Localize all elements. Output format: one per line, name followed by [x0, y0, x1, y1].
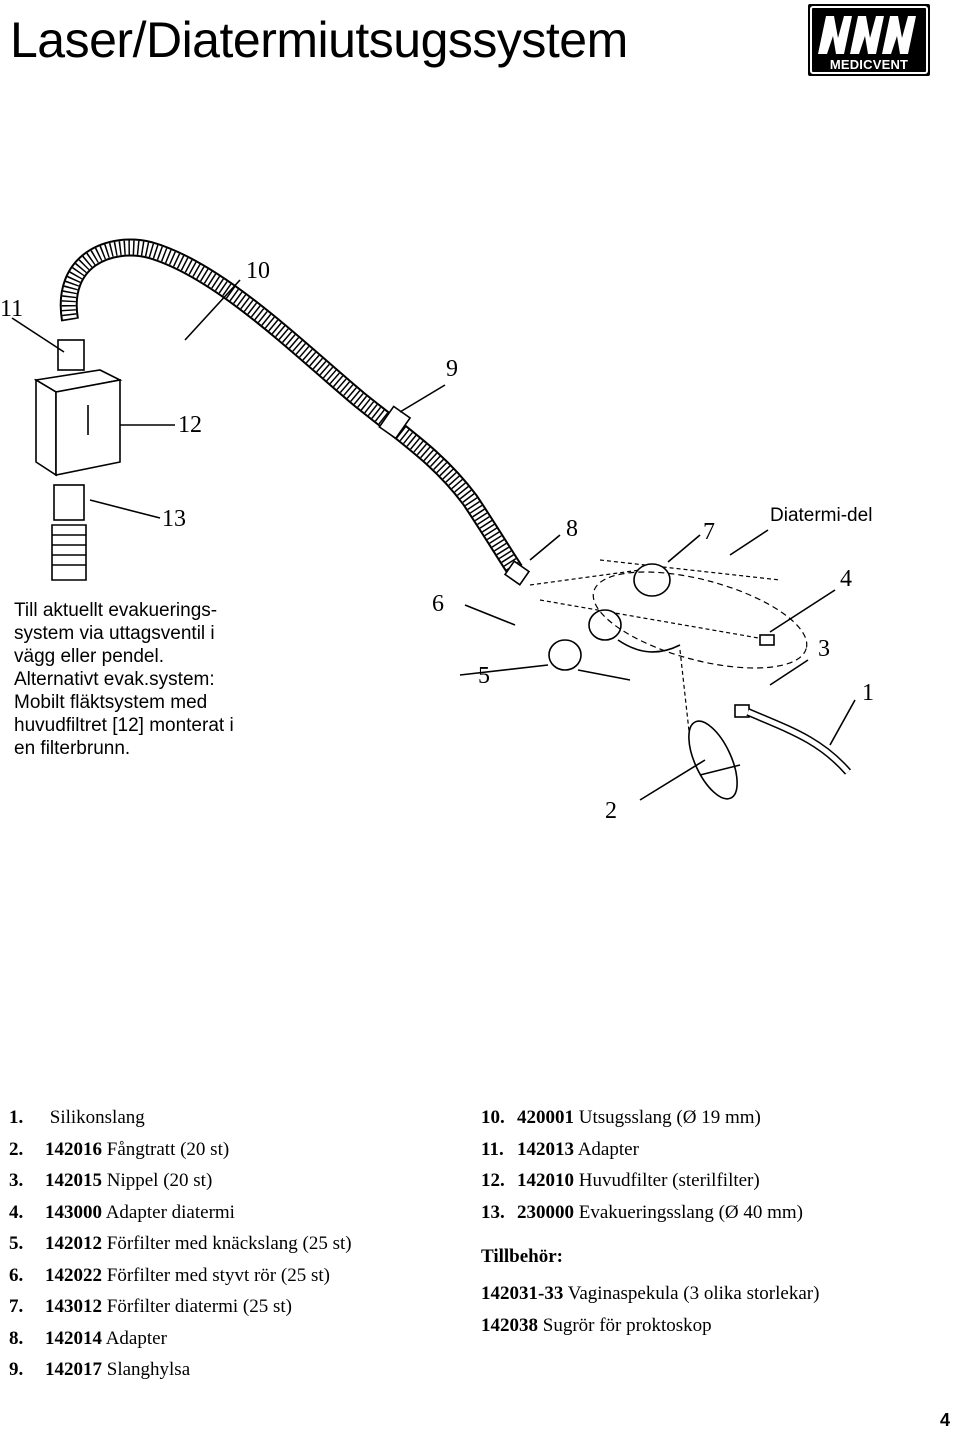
- parts-row: 2. 142016 Fångtratt (20 st): [9, 1134, 352, 1166]
- part-desc: Fångtratt (20 st): [106, 1138, 230, 1160]
- parts-list-left: 1. Silikonslang 2. 142016 Fångtratt (20 s…: [9, 1102, 352, 1386]
- callout-10: 10: [246, 258, 270, 284]
- part-number: 11.: [481, 1138, 504, 1160]
- part-desc: Förfilter med knäckslang (25 st): [106, 1233, 352, 1254]
- parts-row: 10. 420001 Utsugsslang (Ø 19 mm): [481, 1102, 803, 1134]
- part-code: 142014: [45, 1327, 102, 1349]
- installation-note: Till aktuellt evakuerings- system via ut…: [14, 599, 314, 760]
- note-line: Alternativt evak.system:: [14, 669, 215, 690]
- part-number: 7.: [9, 1296, 24, 1317]
- part-desc: Förfilter diatermi (25 st): [106, 1296, 292, 1317]
- page-number: 4: [940, 1410, 951, 1430]
- parts-row: 1. Silikonslang: [9, 1102, 352, 1134]
- callout-3: 3: [818, 636, 830, 662]
- part-code: 143000: [45, 1201, 102, 1223]
- callout-2: 2: [605, 798, 617, 824]
- part-desc: Adapter diatermi: [105, 1201, 235, 1223]
- note-line: Mobilt fläktsystem med: [14, 692, 208, 713]
- parts-row: 9. 142017 Slanghylsa: [9, 1354, 352, 1386]
- part-number: 4.: [9, 1201, 24, 1223]
- part-code: 142017: [45, 1359, 102, 1380]
- callout-6: 6: [432, 591, 444, 617]
- accessory-code: 142038: [481, 1314, 538, 1336]
- callout-13: 13: [162, 506, 186, 532]
- part-number: 3.: [9, 1170, 24, 1191]
- note-line: huvudfiltret [12] monterat i: [14, 715, 234, 736]
- accessory-row: 142038 Sugrör för proktoskop: [481, 1310, 819, 1342]
- accessory-row: 142031-33 Vaginaspekula (3 olika storlek…: [481, 1278, 819, 1310]
- parts-list-right: 10. 420001 Utsugsslang (Ø 19 mm) 11. 14201…: [481, 1102, 803, 1228]
- parts-row: 11. 142013 Adapter: [481, 1134, 803, 1166]
- part-desc: Adapter: [105, 1327, 167, 1349]
- part-desc: Silikonslang: [49, 1107, 145, 1128]
- part-code: 143012: [45, 1296, 102, 1317]
- note-line: vägg eller pendel.: [14, 646, 164, 667]
- callout-9: 9: [446, 356, 458, 382]
- accessories-list: 142031-33 Vaginaspekula (3 olika storlek…: [481, 1278, 819, 1341]
- part-code: 230000: [517, 1201, 574, 1223]
- callout-7: 7: [703, 519, 715, 545]
- diatermi-label: Diatermi-del: [770, 505, 873, 526]
- part-desc: Slanghylsa: [106, 1359, 191, 1380]
- part-code: 142015: [45, 1170, 102, 1191]
- part-desc: Adapter: [577, 1138, 639, 1160]
- parts-row: 13. 230000 Evakueringsslang (Ø 40 mm): [481, 1197, 803, 1229]
- callout-8: 8: [566, 516, 578, 542]
- callout-4: 4: [840, 566, 852, 592]
- part-desc: Evakueringsslang (Ø 40 mm): [578, 1201, 804, 1223]
- accessory-desc: Sugrör för proktoskop: [542, 1314, 712, 1336]
- parts-row: 7. 143012 Förfilter diatermi (25 st): [9, 1291, 352, 1323]
- part-number: 9.: [9, 1359, 24, 1380]
- part-code: 142022: [45, 1264, 102, 1286]
- part-number: 2.: [9, 1138, 24, 1160]
- part-desc: Nippel (20 st): [106, 1170, 213, 1191]
- part-number: 5.: [9, 1233, 24, 1254]
- note-line: system via uttagsventil i: [14, 623, 215, 644]
- parts-row: 8. 142014 Adapter: [9, 1323, 352, 1355]
- part-number: 1.: [9, 1107, 24, 1128]
- part-number: 6.: [9, 1264, 24, 1286]
- part-desc: Utsugsslang (Ø 19 mm): [578, 1107, 761, 1128]
- medicvent-logo: MEDICVENT: [808, 4, 930, 76]
- part-code: 142013: [517, 1138, 574, 1160]
- parts-row: 4. 143000 Adapter diatermi: [9, 1197, 352, 1229]
- accessories-heading: Tillbehör:: [481, 1246, 563, 1267]
- accessory-desc: Vaginaspekula (3 olika storlekar): [567, 1283, 820, 1304]
- part-desc: Huvudfilter (sterilfilter): [578, 1170, 760, 1191]
- accessory-code: 142031-33: [481, 1283, 564, 1304]
- parts-row: 12. 142010 Huvudfilter (sterilfilter): [481, 1165, 803, 1197]
- part-code: 420001: [517, 1107, 574, 1128]
- logo-text: MEDICVENT: [829, 57, 909, 72]
- parts-row: 3. 142015 Nippel (20 st): [9, 1165, 352, 1197]
- system-diagram: [11, 238, 856, 801]
- part-number: 13.: [481, 1201, 505, 1223]
- part-number: 8.: [9, 1327, 24, 1349]
- parts-row: 6. 142022 Förfilter med styvt rör (25 st): [9, 1260, 352, 1292]
- note-line: Till aktuellt evakuerings-: [14, 600, 218, 621]
- parts-row: 5. 142012 Förfilter med knäckslang (25 st…: [9, 1228, 352, 1260]
- part-number: 10.: [481, 1107, 505, 1128]
- logo-mark-icon: [810, 6, 928, 74]
- callout-12: 12: [178, 412, 202, 438]
- part-code: 142012: [45, 1233, 102, 1254]
- page-title: Laser/Diatermiutsugssystem: [10, 12, 628, 68]
- callout-1: 1: [862, 680, 874, 706]
- callout-11: 11: [0, 296, 24, 322]
- note-line: en filterbrunn.: [14, 738, 131, 759]
- callout-5: 5: [478, 663, 490, 689]
- part-desc: Förfilter med styvt rör (25 st): [106, 1264, 330, 1286]
- part-number: 12.: [481, 1170, 505, 1191]
- part-code: 142016: [45, 1138, 102, 1160]
- part-code: 142010: [517, 1170, 574, 1191]
